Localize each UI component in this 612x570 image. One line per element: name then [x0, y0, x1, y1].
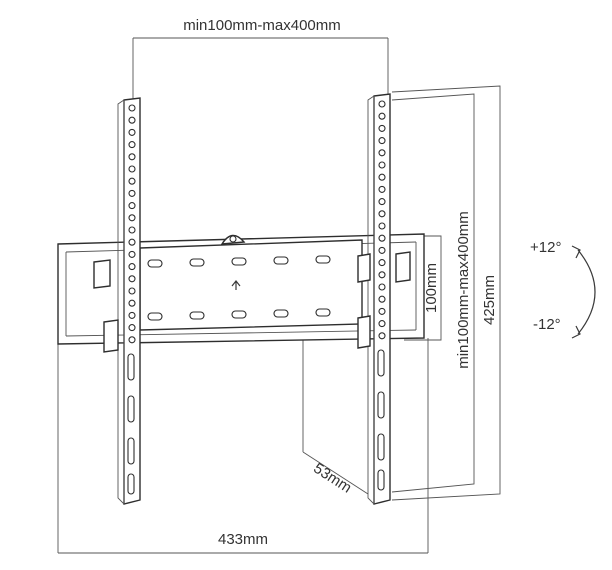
height-bracket — [391, 85, 501, 501]
mount-hole — [128, 104, 136, 112]
right-clip — [357, 315, 371, 349]
mount-hole — [378, 173, 386, 181]
mount-hole — [128, 141, 136, 149]
wall-plate-edge — [65, 242, 417, 336]
bottom-width-label: 433mm — [218, 531, 268, 548]
mount-hole — [378, 124, 386, 132]
mount-hole — [128, 336, 136, 344]
mount-hole — [378, 112, 386, 120]
left-clip — [103, 319, 119, 353]
slot — [377, 433, 385, 461]
mount-hole — [378, 100, 386, 108]
right-inner-knob — [357, 253, 371, 283]
mount-hole — [378, 332, 386, 340]
tilt-up-label: +12° — [530, 239, 561, 256]
mount-hole — [378, 271, 386, 279]
mount-hole — [128, 177, 136, 185]
mount-hole — [128, 189, 136, 197]
slot — [315, 308, 331, 317]
tilt-indicator: +12° -12° — [530, 239, 596, 339]
mount-hole — [378, 234, 386, 242]
right-arm — [357, 93, 411, 506]
slot — [147, 259, 163, 268]
rail-spacing-label: 100mm — [423, 263, 440, 313]
center-bar-outline — [139, 239, 363, 331]
mount-hole — [128, 226, 136, 234]
mount-hole — [128, 263, 136, 271]
mount-hole — [128, 311, 136, 319]
dim-top-width: min100mm-max400mm — [132, 17, 389, 100]
dim-depth: 53mm — [302, 330, 369, 497]
slot — [127, 473, 135, 495]
mount-hole — [128, 275, 136, 283]
mount-hole — [128, 202, 136, 210]
slot — [127, 395, 135, 423]
tilt-arc — [577, 249, 596, 335]
slot — [377, 349, 385, 377]
left-arm — [93, 97, 141, 506]
height-label: 425mm — [481, 275, 498, 325]
mount-hole — [378, 198, 386, 206]
slot — [315, 255, 331, 264]
left-arm-slots — [127, 353, 135, 495]
mount-hole — [378, 259, 386, 267]
mount-hole — [128, 250, 136, 258]
left-arm-side — [117, 99, 125, 506]
left-knob — [93, 259, 111, 289]
slot — [377, 469, 385, 491]
mount-hole — [378, 307, 386, 315]
slot — [127, 437, 135, 465]
right-arm-slots — [377, 349, 385, 491]
dim-total-height: 425mm — [391, 85, 501, 501]
mount-hole — [128, 299, 136, 307]
slot — [189, 258, 205, 267]
mount-hole — [378, 161, 386, 169]
mount-hole — [378, 185, 386, 193]
mount-hole — [128, 324, 136, 332]
mount-hole — [378, 283, 386, 291]
mount-hole — [378, 222, 386, 230]
slot — [231, 257, 247, 266]
mount-hole — [378, 320, 386, 328]
center-bar — [139, 234, 363, 331]
tilt-down-label: -12° — [533, 316, 561, 333]
slot — [231, 310, 247, 319]
mount-hole — [128, 165, 136, 173]
mount-hole — [128, 116, 136, 124]
mount-hole — [128, 238, 136, 246]
mount-hole — [128, 128, 136, 136]
dim-bottom-width: 433mm — [57, 338, 429, 554]
right-arm-side — [367, 95, 375, 506]
level-hook-hole — [229, 235, 237, 243]
dim-line — [302, 451, 369, 495]
slot — [189, 311, 205, 320]
depth-label: 53mm — [310, 460, 354, 497]
mount-hole — [378, 246, 386, 254]
center-bar-slots — [147, 255, 331, 321]
tilt-arrow-up — [571, 245, 581, 259]
slot — [273, 309, 289, 318]
mount-hole — [378, 137, 386, 145]
mount-hole — [128, 153, 136, 161]
tilt-arrow-down — [571, 325, 581, 339]
slot — [147, 312, 163, 321]
range-bracket — [391, 93, 475, 493]
left-arm-holes — [128, 104, 136, 344]
top-width-label: min100mm-max400mm — [183, 17, 341, 34]
dim-vertical-range: min100mm-max400mm — [391, 93, 475, 493]
mount-hole — [128, 214, 136, 222]
slot — [127, 353, 135, 381]
slot — [377, 391, 385, 419]
mount-hole — [378, 149, 386, 157]
right-arm-holes — [378, 100, 386, 340]
vertical-range-label: min100mm-max400mm — [455, 211, 472, 369]
mount-hole — [378, 295, 386, 303]
mount-hole — [128, 287, 136, 295]
slot — [273, 256, 289, 265]
mount-hole — [378, 210, 386, 218]
right-knob — [395, 251, 411, 283]
up-arrow-icon — [231, 280, 241, 290]
